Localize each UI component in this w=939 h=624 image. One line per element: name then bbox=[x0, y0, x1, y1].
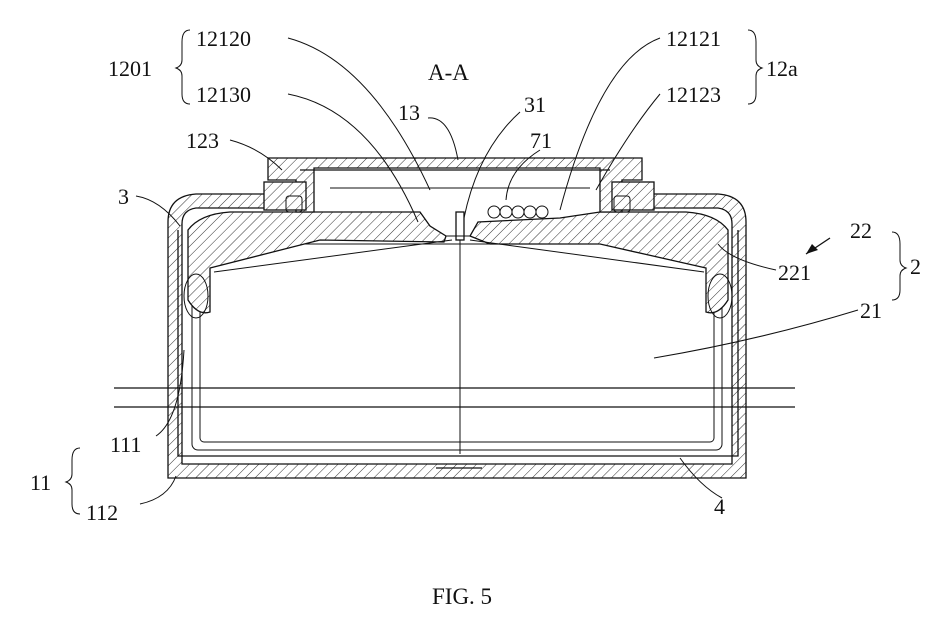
section-label: A-A bbox=[428, 60, 469, 85]
brace-2 bbox=[892, 232, 906, 300]
label-4: 4 bbox=[714, 494, 725, 519]
break-lines bbox=[114, 388, 795, 407]
label-71: 71 bbox=[530, 128, 552, 153]
label-13: 13 bbox=[398, 100, 420, 125]
figure-caption: FIG. 5 bbox=[432, 584, 492, 609]
inner-shell-line bbox=[178, 230, 738, 456]
inner-cell-frame bbox=[192, 236, 722, 450]
brace-12a bbox=[748, 30, 762, 104]
label-21: 21 bbox=[860, 298, 882, 323]
inner-cell-frame-2 bbox=[200, 244, 714, 442]
label-11: 11 bbox=[30, 470, 51, 495]
label-111: 111 bbox=[110, 432, 141, 457]
label-12120: 12120 bbox=[196, 26, 251, 51]
cap-plate-right bbox=[470, 212, 728, 313]
brace-11 bbox=[66, 448, 80, 514]
label-12130: 12130 bbox=[196, 82, 251, 107]
label-2: 2 bbox=[910, 254, 921, 279]
coil-bumps bbox=[488, 206, 548, 218]
label-31: 31 bbox=[524, 92, 546, 117]
label-1201: 1201 bbox=[108, 56, 152, 81]
label-12123: 12123 bbox=[666, 82, 721, 107]
label-3: 3 bbox=[118, 184, 129, 209]
label-12a: 12a bbox=[766, 56, 798, 81]
label-123: 123 bbox=[186, 128, 219, 153]
brace-1201 bbox=[176, 30, 190, 104]
leader-lines bbox=[136, 38, 858, 504]
terminal-block bbox=[268, 158, 642, 212]
label-12121: 12121 bbox=[666, 26, 721, 51]
label-221: 221 bbox=[778, 260, 811, 285]
label-22: 22 bbox=[850, 218, 872, 243]
label-112: 112 bbox=[86, 500, 118, 525]
cap-plate-left bbox=[188, 212, 446, 313]
cap-assembly bbox=[184, 158, 732, 454]
